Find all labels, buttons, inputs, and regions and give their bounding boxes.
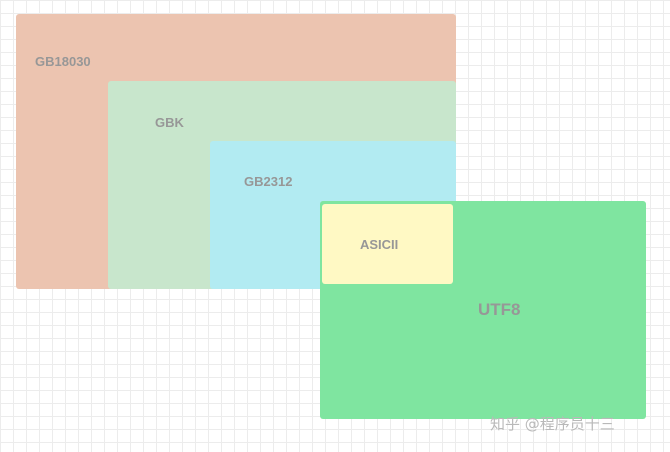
gb2312-label: GB2312 — [244, 174, 293, 189]
gb18030-label: GB18030 — [35, 54, 91, 69]
ascii-region — [322, 204, 453, 284]
gbk-label: GBK — [155, 115, 184, 130]
ascii-label: ASICII — [360, 237, 399, 252]
utf8-label: UTF8 — [478, 300, 521, 319]
watermark: 知乎 @程序员十三 — [490, 415, 615, 433]
